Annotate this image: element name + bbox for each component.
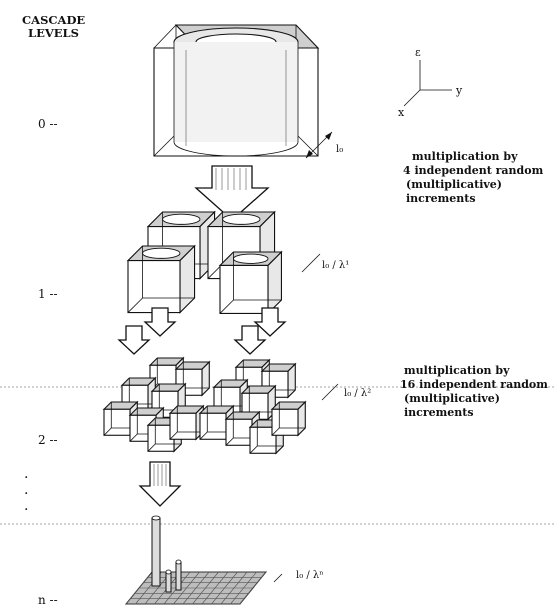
scale-arrowhead-0a — [306, 150, 313, 158]
down-arrow-1c — [117, 325, 151, 355]
scale-label-1: l₀ / λ¹ — [322, 260, 349, 271]
level-1-label: 1 -- — [38, 287, 58, 301]
level-2-label: 2 -- — [38, 433, 58, 447]
note-2-line-2: 16 independent random — [400, 378, 548, 391]
ellipsis-dot-2: . — [24, 482, 28, 498]
level-1-cube-front-left — [126, 244, 196, 314]
scale-label-n: l₀ / λⁿ — [296, 570, 324, 581]
down-arrow-1a — [143, 307, 177, 337]
level-1-down-arrows — [117, 307, 287, 355]
level-2-cube-left-7 — [168, 404, 205, 441]
level-n-spike-tall — [151, 515, 161, 587]
note-1-line-4: increments — [406, 192, 476, 205]
axis-x: x — [398, 106, 405, 119]
down-arrow-1b — [253, 307, 287, 337]
level-1-cube-front-right — [218, 250, 283, 315]
note-2-line-1: multiplication by — [404, 364, 510, 377]
axes-icon: ε y x — [398, 46, 463, 119]
scale-label-2: l₀ / λ² — [344, 388, 371, 399]
axis-y: y — [455, 84, 463, 97]
note-1-line-2: 4 independent random — [403, 164, 544, 177]
axis-epsilon: ε — [415, 46, 421, 59]
note-1-line-1: multiplication by — [412, 150, 518, 163]
scale-label-0: l₀ — [336, 144, 343, 155]
level-2-cube-right-7 — [270, 400, 307, 437]
level-n-spike-short — [165, 569, 172, 593]
level-2-cube-left-1 — [174, 360, 211, 397]
level-n-spike-mid — [175, 559, 182, 591]
down-arrow-1d — [233, 325, 267, 355]
level-n-grid — [124, 515, 268, 605]
title-line2: LEVELS — [28, 26, 79, 40]
note-1-line-3: (multiplicative) — [406, 178, 502, 191]
ellipsis-dot-3: . — [24, 498, 28, 514]
level-0-cube — [153, 24, 320, 157]
level-2-cubes — [102, 356, 307, 455]
level-1-cubes — [126, 210, 283, 315]
title-line1: CASCADE — [22, 13, 85, 27]
down-arrow-level2 — [138, 461, 182, 507]
ellipsis-dot-1: . — [24, 466, 28, 482]
scale-arrow-2 — [321, 383, 339, 401]
level-0-label: 0 -- — [38, 117, 58, 131]
down-arrow-level0 — [194, 165, 270, 221]
note-2-line-3: (multiplicative) — [404, 392, 500, 405]
scale-arrow-1 — [301, 253, 321, 273]
level-2-cube-right-5 — [224, 410, 261, 447]
scale-arrow-n — [273, 573, 283, 583]
level-n-label: n -- — [38, 593, 58, 607]
level-n-floor — [124, 571, 268, 605]
note-2-line-4: increments — [404, 406, 474, 419]
scale-arrowhead-0b — [325, 132, 332, 140]
